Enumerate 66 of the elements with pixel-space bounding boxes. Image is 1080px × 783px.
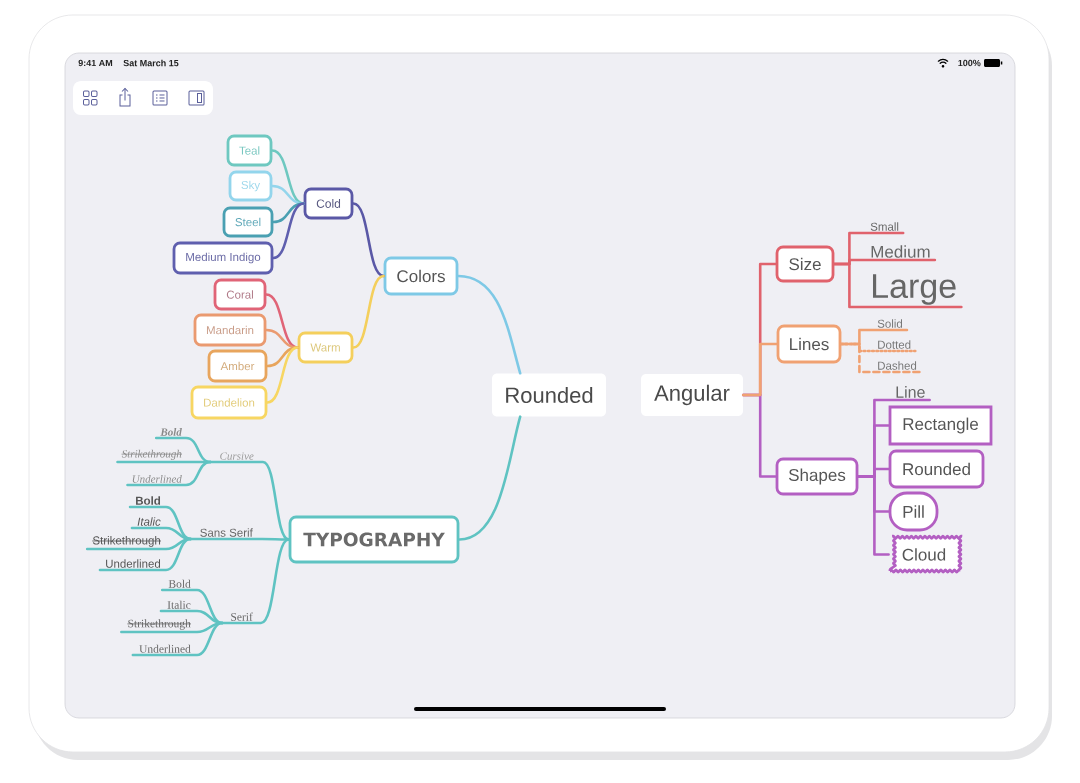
branch-line xyxy=(130,526,192,541)
topic-box: Steel xyxy=(222,206,274,238)
rectangle-box: Rectangle xyxy=(888,405,993,446)
branch-line xyxy=(458,415,522,541)
branch-line xyxy=(272,202,305,260)
branch-label: Strikethrough xyxy=(126,619,192,630)
branch-label: Solid xyxy=(877,319,902,328)
topic-box: Medium Indigo xyxy=(172,241,274,275)
topic-box: Shapes xyxy=(775,457,859,496)
branch-line xyxy=(457,274,522,375)
branch-line xyxy=(857,475,890,556)
topic-box: Angular xyxy=(641,374,743,416)
branch-label: Serif xyxy=(231,612,253,621)
topic-box: Amber xyxy=(207,349,268,383)
battery-percent: 100% xyxy=(958,59,981,67)
branch-line xyxy=(128,505,192,541)
branch-label: Medium xyxy=(871,245,930,258)
branch-label: Strikethrough xyxy=(121,449,183,460)
branch-label: Bold xyxy=(168,579,191,588)
branch-label: Italic xyxy=(137,517,161,526)
branch-line xyxy=(126,460,212,487)
branch-label: Underlined xyxy=(132,475,182,483)
branch-line xyxy=(220,538,290,625)
topic-box: Rounded xyxy=(888,449,985,489)
branch-label: Large xyxy=(873,274,956,305)
branch-line xyxy=(131,621,224,657)
branch-line xyxy=(352,274,385,349)
cloud-box: Cloud xyxy=(888,534,963,574)
branch-label: Underlined xyxy=(106,559,161,568)
branch-label: Strikethrough xyxy=(91,536,162,547)
branch-label: Cursive xyxy=(220,452,254,460)
branch-line xyxy=(209,460,290,541)
branch-label: Small xyxy=(870,222,899,231)
branch-label: Line xyxy=(896,386,925,398)
topic-box: Dandelion xyxy=(190,385,268,420)
topic-box: Teal xyxy=(226,134,273,167)
topic-box: Lines xyxy=(776,324,842,364)
topic-box: Size xyxy=(775,245,835,283)
topic-box: TYPOGRAPHY xyxy=(288,515,460,564)
branch-line xyxy=(833,262,963,309)
branch-label: Italic xyxy=(167,600,191,609)
branch-label: Sans Serif xyxy=(200,528,253,537)
branch-line xyxy=(741,342,778,397)
branch-line xyxy=(840,342,923,374)
topic-box: Colors xyxy=(383,256,459,296)
branch-line xyxy=(154,436,212,464)
branch-line xyxy=(266,346,299,404)
topic-box: Warm xyxy=(297,331,354,364)
topic-box: Mandarin xyxy=(193,313,267,347)
topic-box: Rounded xyxy=(492,373,606,417)
branch-line xyxy=(266,346,299,368)
status-time: 9:41 AM xyxy=(78,59,113,67)
topic-box: Coral xyxy=(213,278,267,311)
branch-label: Dashed xyxy=(878,361,917,370)
branch-line xyxy=(159,609,224,625)
topic-box: Sky xyxy=(228,170,273,202)
branch-label: Underlined xyxy=(139,644,191,653)
branch-label: Bold xyxy=(160,428,182,436)
branch-line xyxy=(189,537,290,541)
status-date: Sat March 15 xyxy=(123,59,179,67)
branch-line xyxy=(98,537,192,572)
branch-line xyxy=(272,202,305,224)
branch-line xyxy=(352,202,385,278)
branch-label: Bold xyxy=(136,496,161,505)
topic-box: Cold xyxy=(303,187,354,220)
branch-label: Dotted xyxy=(878,340,911,349)
